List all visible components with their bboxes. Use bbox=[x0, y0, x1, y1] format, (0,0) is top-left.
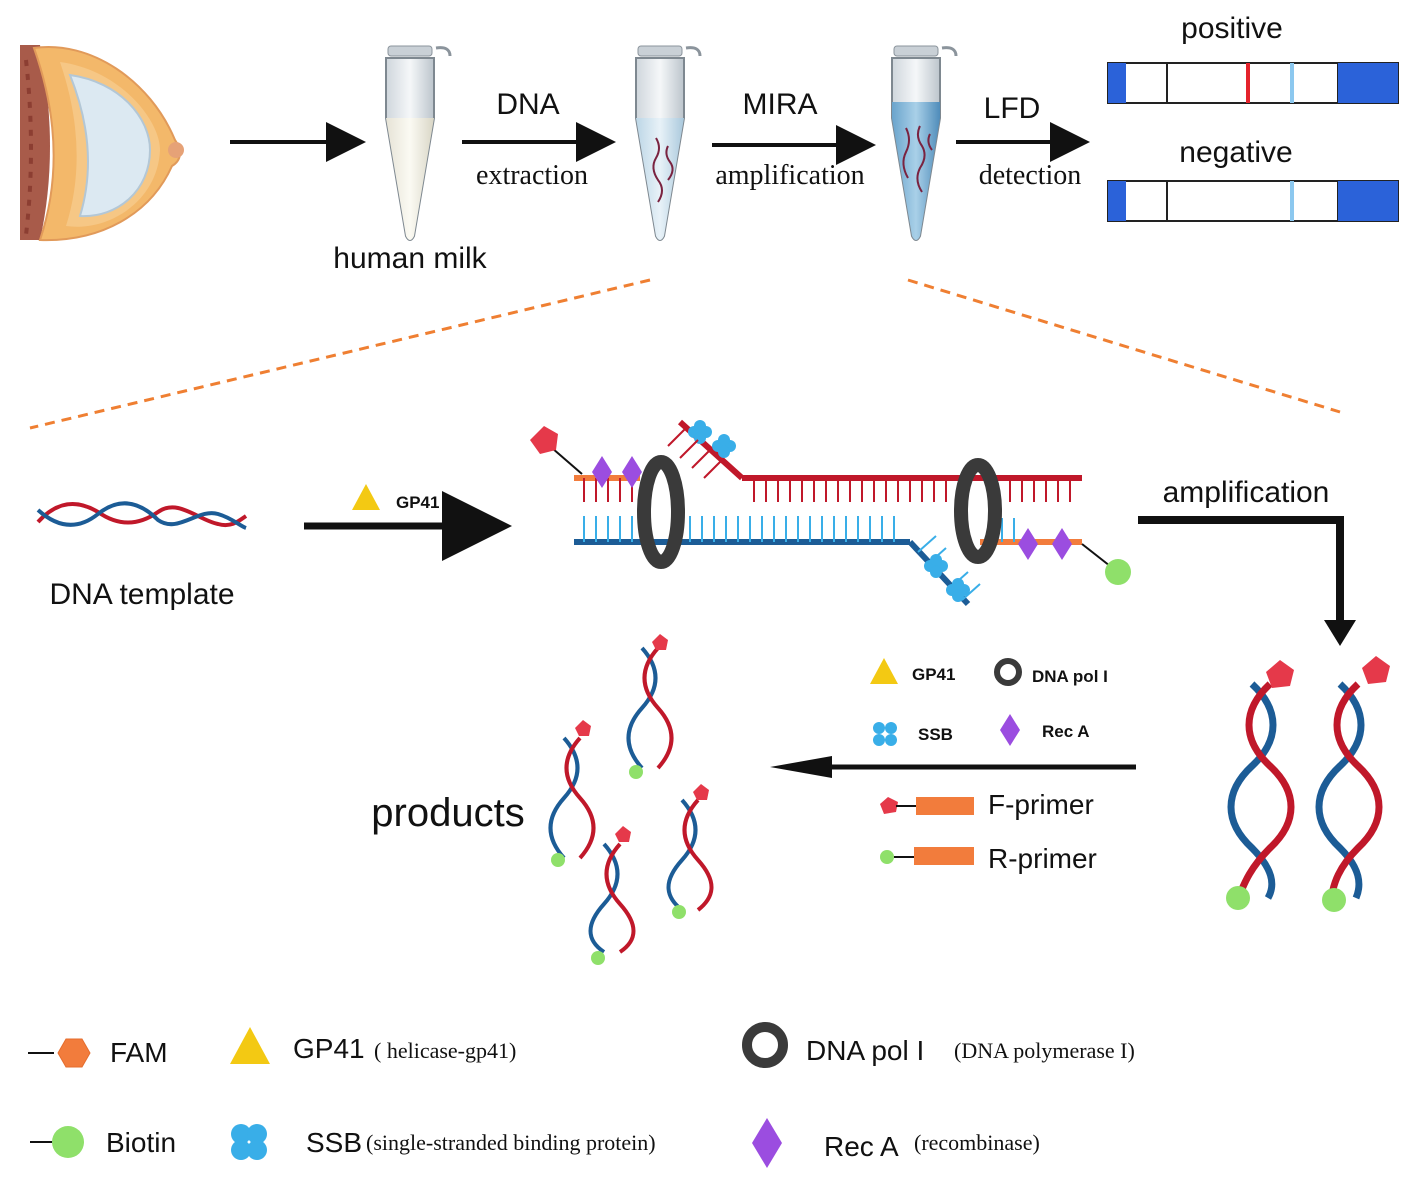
amplified-tube-icon bbox=[890, 44, 958, 242]
fam-hexagon-icon bbox=[57, 1038, 91, 1068]
reagent-mini-legend: GP41 DNA pol I SSB Rec A F-primer R-prim… bbox=[870, 658, 1108, 874]
step3-top-label: LFD bbox=[984, 92, 1041, 125]
legend-biotin: Biotin bbox=[106, 1127, 176, 1158]
mini-legend-gp41: GP41 bbox=[912, 665, 955, 684]
legend-ssb-desc: (single-stranded binding protein) bbox=[366, 1130, 656, 1155]
negative-label: negative bbox=[1179, 136, 1292, 169]
gp41-triangle-icon bbox=[870, 658, 898, 684]
gp41-triangle-icon bbox=[230, 1027, 270, 1064]
legend-reca: Rec A bbox=[824, 1131, 899, 1162]
legend-dna-pol-desc: (DNA polymerase I) bbox=[954, 1038, 1135, 1063]
polymerase-ring-icon bbox=[742, 1022, 788, 1068]
biotin-dot-icon bbox=[52, 1126, 84, 1158]
mini-legend-r-primer: R-primer bbox=[988, 843, 1097, 874]
product-helix bbox=[588, 826, 636, 965]
legend-ssb: SSB bbox=[306, 1127, 362, 1158]
product-helix bbox=[666, 784, 714, 919]
gp41-triangle-icon bbox=[352, 484, 380, 510]
polymerase-ring-icon bbox=[637, 455, 685, 569]
dna-template-label: DNA template bbox=[49, 578, 234, 611]
mini-legend-dna-pol: DNA pol I bbox=[1032, 667, 1108, 686]
reca-diamond-icon bbox=[622, 456, 642, 488]
negative-strip bbox=[1107, 180, 1399, 222]
replication-fork bbox=[530, 419, 1131, 607]
breast-icon bbox=[20, 45, 184, 242]
fam-pentagon-icon bbox=[530, 426, 558, 454]
polymerase-ring-icon bbox=[954, 458, 1002, 564]
step1-top-label: DNA bbox=[496, 88, 559, 121]
positive-strip bbox=[1107, 62, 1399, 104]
biotin-dot-icon bbox=[1105, 559, 1131, 585]
zoom-line-right bbox=[907, 278, 1341, 414]
products-label: products bbox=[371, 791, 524, 835]
sample-label: human milk bbox=[333, 242, 487, 275]
mini-legend-f-primer: F-primer bbox=[988, 789, 1094, 820]
mini-legend-ssb: SSB bbox=[918, 725, 953, 744]
dna-template-icon bbox=[36, 501, 248, 530]
step1-bottom-label: extraction bbox=[476, 160, 588, 191]
arrow-head bbox=[770, 756, 832, 778]
fam-pentagon-icon bbox=[1362, 656, 1390, 684]
ssb-clover-icon bbox=[231, 1124, 267, 1160]
legend-gp41-desc: ( helicase-gp41) bbox=[374, 1038, 516, 1063]
legend-dna-pol: DNA pol I bbox=[806, 1035, 924, 1066]
step3-bottom-label: detection bbox=[979, 160, 1082, 191]
fam-pentagon-icon bbox=[1266, 660, 1294, 688]
amplified-dsdna-helix bbox=[1226, 660, 1295, 910]
positive-label: positive bbox=[1181, 12, 1283, 45]
legend-fam: FAM bbox=[110, 1037, 168, 1068]
reca-diamond-icon bbox=[592, 456, 612, 488]
r-primer-bar bbox=[914, 847, 974, 865]
amplified-dsdna-helix bbox=[1315, 656, 1390, 912]
product-helix bbox=[548, 720, 596, 867]
mini-legend-reca: Rec A bbox=[1042, 722, 1090, 741]
ssb-clover-icon bbox=[873, 722, 897, 746]
legend: FAM GP41 ( helicase-gp41) DNA pol I (DNA… bbox=[28, 1022, 1135, 1168]
fam-pentagon-icon bbox=[880, 797, 898, 814]
dna-tube-icon bbox=[634, 44, 702, 242]
legend-gp41: GP41 bbox=[293, 1033, 365, 1064]
gp41-arrow-label: GP41 bbox=[396, 493, 439, 512]
milk-tube-icon bbox=[384, 44, 452, 242]
polymerase-ring-icon bbox=[994, 658, 1022, 686]
biotin-dot-icon bbox=[1322, 888, 1346, 912]
product-helix bbox=[626, 634, 674, 779]
reca-diamond-icon bbox=[752, 1118, 782, 1168]
reca-diamond-icon bbox=[1000, 714, 1020, 746]
biotin-dot-icon bbox=[1226, 886, 1250, 910]
amplification-label: amplification bbox=[1163, 476, 1330, 509]
zoom-line-left bbox=[29, 278, 651, 430]
reca-diamond-icon bbox=[1052, 528, 1072, 560]
reca-diamond-icon bbox=[1018, 528, 1038, 560]
arrow-amplification-elbow bbox=[1138, 516, 1344, 620]
arrow-head bbox=[1324, 620, 1356, 646]
step2-bottom-label: amplification bbox=[715, 160, 864, 191]
legend-reca-desc: (recombinase) bbox=[914, 1130, 1040, 1155]
step2-top-label: MIRA bbox=[743, 88, 818, 121]
biotin-dot-icon bbox=[880, 850, 894, 864]
f-primer-bar bbox=[916, 797, 974, 815]
